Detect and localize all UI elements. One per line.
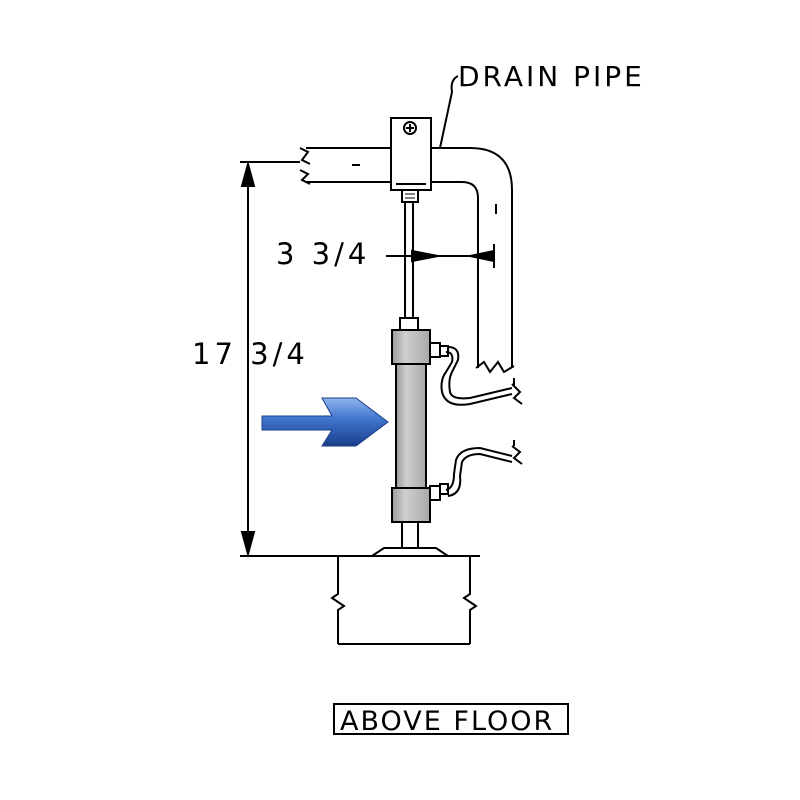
offset-dimension-label: 3 3/4 [276, 237, 370, 271]
offset-dimension [386, 244, 495, 268]
height-dimension-label: 17 3/4 [192, 337, 309, 371]
tubing [440, 346, 523, 497]
height-dimension [240, 160, 300, 558]
floor-block [240, 555, 480, 645]
above-floor-label: ABOVE FLOOR [340, 706, 554, 737]
above-floor-caption: ABOVE FLOOR [333, 703, 569, 737]
right-arrow-icon [261, 397, 389, 447]
cylinder-unit [391, 329, 449, 523]
pipe-clamp [390, 117, 432, 203]
mounting-stand [368, 521, 452, 557]
drain-pipe-label: DRAIN PIPE [458, 60, 645, 93]
connecting-rod [399, 202, 419, 331]
drain-pipe-leader [439, 75, 459, 149]
drain-pipe [299, 147, 515, 374]
